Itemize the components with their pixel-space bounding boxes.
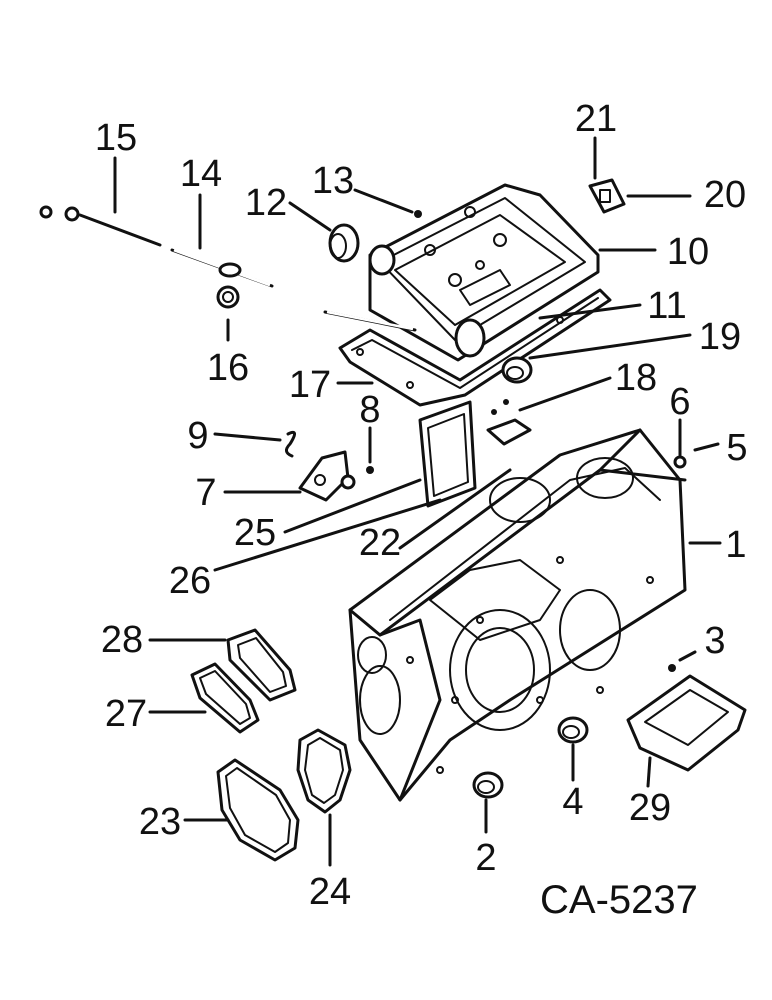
callout-27: 27 [105, 693, 147, 735]
part-28-gasket [226, 628, 297, 702]
callout-8: 8 [359, 389, 380, 431]
part-23-gasket [216, 758, 300, 862]
part-12-seal [328, 223, 360, 263]
callout-13: 13 [312, 160, 354, 202]
callout-labels: 15 14 12 13 21 20 10 11 19 16 17 18 8 9 … [95, 98, 748, 922]
callout-11: 11 [647, 285, 686, 327]
part-9-clip [285, 430, 296, 458]
callout-9: 9 [187, 415, 208, 457]
callout-6: 6 [669, 381, 690, 423]
part-3-pin [668, 664, 676, 672]
part-13-pin [414, 210, 422, 218]
callout-7: 7 [195, 472, 216, 514]
reference-code: CA-5237 [540, 878, 698, 922]
part-1-main-housing [348, 428, 687, 802]
part-24-gasket [296, 728, 352, 814]
callout-1: 1 [725, 524, 746, 566]
callout-15: 15 [95, 117, 137, 159]
part-8-pin [366, 466, 374, 474]
callout-29: 29 [629, 787, 671, 829]
callout-22: 22 [359, 522, 401, 564]
callout-14: 14 [180, 153, 222, 195]
part-27-gasket [190, 662, 260, 734]
part-16-plug [216, 285, 240, 309]
callout-10: 10 [667, 231, 709, 273]
callout-26: 26 [169, 560, 211, 602]
part-7-bracket [298, 450, 356, 502]
callout-28: 28 [101, 619, 143, 661]
callout-18: 18 [615, 357, 657, 399]
callout-3: 3 [704, 620, 725, 662]
callout-23: 23 [139, 801, 181, 843]
part-6-screw [673, 455, 687, 469]
part-4-plug [557, 716, 589, 744]
part-18-block [486, 399, 532, 446]
part-14-shaft [170, 248, 274, 288]
callout-20: 20 [704, 174, 746, 216]
part-15-rod [39, 205, 162, 247]
part-2-plug [472, 771, 504, 799]
callout-2: 2 [475, 837, 496, 879]
callout-12: 12 [245, 182, 287, 224]
part-17-gasket [338, 288, 612, 407]
callout-4: 4 [562, 781, 583, 823]
callout-24: 24 [309, 871, 351, 913]
leader-lines [113, 136, 722, 867]
callout-19: 19 [699, 316, 741, 358]
callout-21: 21 [575, 98, 617, 140]
callout-25: 25 [234, 512, 276, 554]
part-25-plate [418, 400, 477, 508]
part-29-pan [626, 674, 747, 772]
part-19-seal [501, 356, 533, 384]
part-20-plate [588, 178, 626, 214]
callout-17: 17 [289, 364, 331, 406]
callout-5: 5 [726, 427, 747, 469]
part-10-top-cover [323, 183, 600, 362]
callout-16: 16 [207, 347, 249, 389]
